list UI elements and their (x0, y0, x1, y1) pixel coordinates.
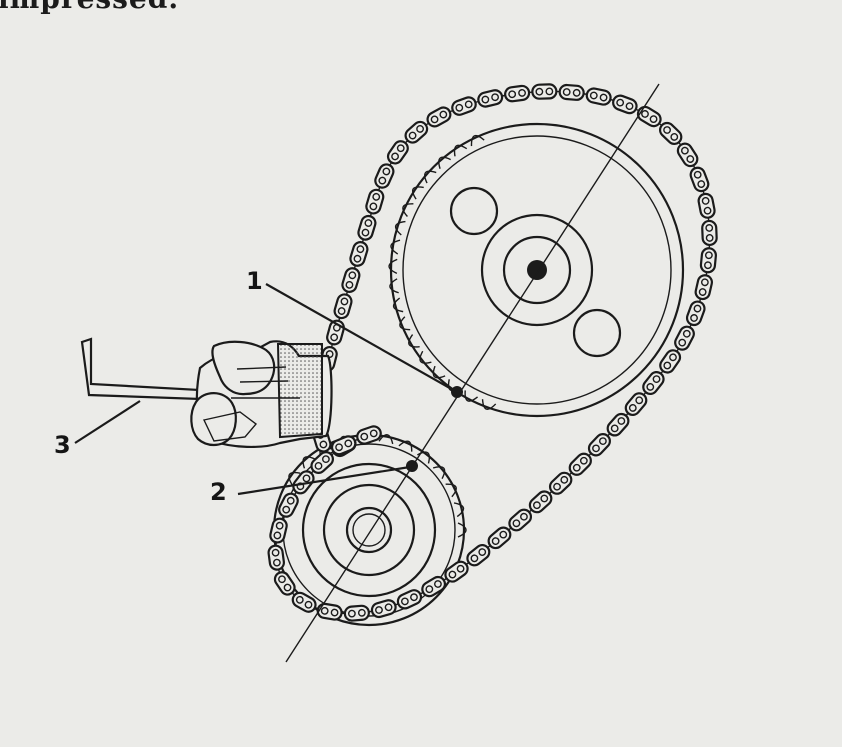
chain-link (421, 575, 447, 598)
camshaft-tooth (481, 399, 497, 410)
crankshaft-tooth (453, 502, 465, 518)
camshaft-tooth (390, 239, 401, 255)
chain-link (267, 544, 285, 571)
camshaft-tooth (392, 297, 404, 313)
camshaft-tooth (399, 316, 411, 331)
camshaft-tooth (464, 390, 479, 402)
crankshaft-tooth (302, 456, 316, 469)
timing-chain (267, 83, 718, 622)
chain-link (333, 293, 353, 320)
crankshaft-tooth (432, 466, 446, 480)
camshaft-tooth (402, 203, 414, 217)
chain-link (676, 142, 699, 168)
chain-link (278, 492, 299, 518)
camshaft-tooth (419, 350, 432, 364)
chain-link (477, 89, 504, 108)
chain-link (343, 604, 370, 622)
chain-link (697, 192, 716, 219)
chain-link (528, 490, 553, 514)
camshaft-tooth (411, 186, 424, 200)
chain-link (558, 83, 585, 101)
chain-link (624, 392, 648, 417)
chain-link (642, 371, 665, 396)
chain-link (444, 560, 469, 583)
chain-link (269, 517, 288, 544)
camshaft-tooth (394, 220, 406, 236)
chain-link (587, 433, 611, 457)
chain-link (386, 140, 409, 165)
timing-alignment-line (285, 83, 660, 663)
chain-link (357, 214, 377, 241)
chain-link (330, 435, 357, 456)
crankshaft-tooth (378, 434, 394, 445)
crankshaft-tooth (445, 483, 457, 498)
chain-link (404, 120, 429, 144)
chain-link (636, 105, 662, 128)
camshaft-sprocket (388, 122, 685, 418)
tensioner-assembly (80, 337, 333, 449)
camshaft-tooth (388, 258, 398, 275)
camshaft-tooth (424, 170, 437, 184)
chain-link (341, 267, 361, 293)
chain-link (310, 451, 335, 474)
crankshaft-tooth (288, 471, 301, 486)
chain-link (349, 241, 369, 267)
chain-link (426, 106, 452, 128)
chain-link (612, 94, 638, 115)
callout-3: 3 (54, 400, 141, 459)
chain-link (451, 96, 477, 116)
chain-link (504, 84, 531, 103)
callout-1-label: 1 (246, 267, 263, 295)
chain-link (568, 452, 592, 476)
chain-link (701, 219, 718, 247)
chain-link (689, 166, 710, 193)
chain-link (699, 247, 717, 274)
chain-link (374, 163, 395, 189)
chain-link (356, 425, 382, 445)
chain-link (508, 508, 533, 532)
callout-3-label: 3 (54, 431, 71, 459)
camshaft-tooth (438, 156, 451, 169)
chain-link (365, 188, 385, 215)
camshaft-tooth (389, 278, 399, 294)
chain-link (694, 274, 713, 301)
camshaft-tooth (470, 134, 485, 147)
top-text-fragment: impressed. (0, 0, 179, 15)
camshaft-tooth (408, 334, 420, 348)
chain-link (531, 83, 558, 100)
callout-1: 1 (246, 267, 463, 398)
chain-link (316, 602, 343, 621)
chain-link (548, 471, 573, 495)
chain-link (273, 571, 296, 596)
chain-link (606, 412, 630, 437)
chain-link (685, 300, 706, 327)
crankshaft-tooth (398, 440, 413, 452)
chain-link (370, 599, 397, 619)
chain-link (674, 325, 695, 351)
chain-link (291, 591, 317, 613)
chain-link (659, 349, 682, 374)
camshaft-tooth (453, 144, 468, 157)
chain-link (466, 543, 491, 567)
chain-link (658, 121, 683, 146)
crankshaft-tooth (457, 522, 467, 538)
chain-link (487, 526, 512, 550)
callout-2-label: 2 (210, 478, 227, 506)
camshaft-tooth (432, 365, 446, 379)
chain-link (585, 87, 612, 106)
chain-link (396, 589, 423, 610)
